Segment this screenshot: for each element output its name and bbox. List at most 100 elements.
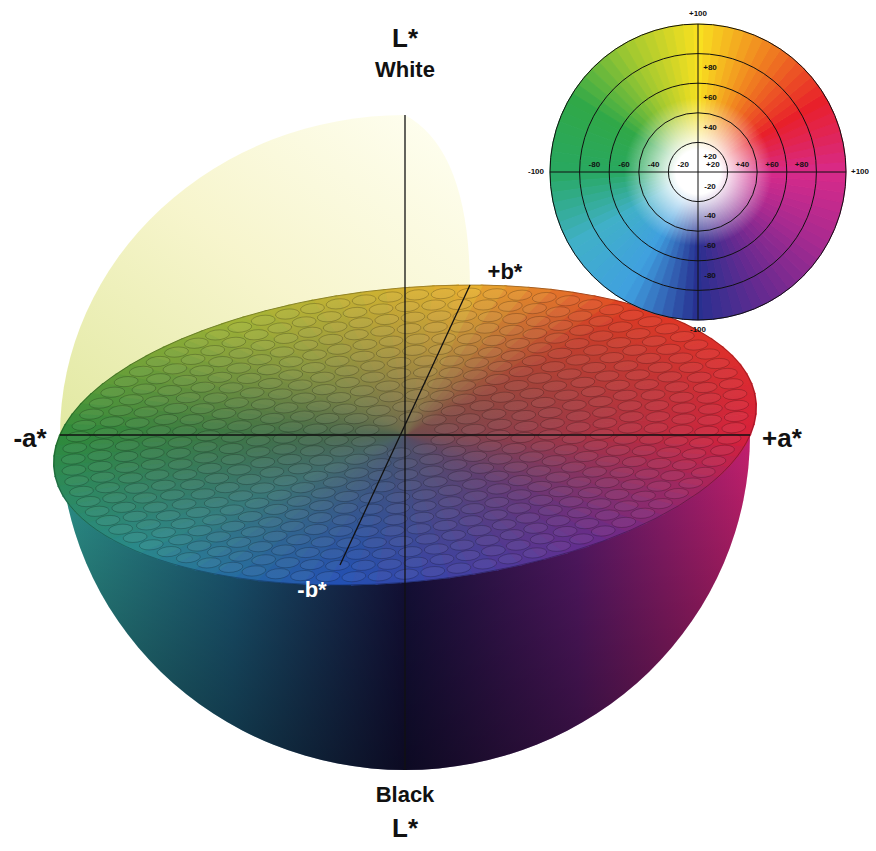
disk-cell [560, 400, 588, 410]
scale-number: +60 [765, 161, 779, 169]
disk-cell [428, 554, 456, 564]
disk-cell [557, 497, 585, 507]
disk-cell [68, 486, 96, 496]
disk-cell [225, 537, 253, 547]
disk-cell [717, 379, 745, 389]
disk-cell [319, 549, 347, 559]
disk-cell [612, 361, 640, 371]
disk-cell [521, 329, 549, 339]
disk-cell [489, 392, 517, 402]
disk-cell [505, 503, 533, 513]
disk-cell [565, 477, 593, 487]
disk-cell [307, 500, 335, 510]
disk-cell [207, 357, 235, 367]
disk-cell [327, 526, 355, 536]
disk-cell [522, 523, 550, 533]
disk-cell [476, 347, 504, 357]
disk-cell [450, 394, 478, 404]
disk-cell [377, 336, 405, 346]
disk-cell [457, 516, 485, 526]
disk-cell [540, 456, 568, 466]
disk-cell [343, 468, 371, 478]
disk-cell [566, 311, 594, 321]
disk-cell [376, 559, 404, 569]
disk-cell [127, 366, 155, 376]
disk-cell [429, 435, 457, 445]
disk-cell [342, 330, 370, 340]
disk-cell [504, 540, 532, 550]
disk-cell [656, 372, 684, 382]
disk-cell [687, 437, 715, 447]
disk-cell [498, 530, 526, 540]
disk-cell [359, 372, 387, 382]
disk-cell [585, 499, 613, 509]
disk-cell [385, 448, 413, 458]
disk-cell [428, 390, 456, 400]
disk-cell [611, 390, 639, 400]
disk-cell [694, 349, 722, 359]
disk-cell [722, 411, 750, 421]
disk-cell [223, 398, 251, 408]
disk-cell [294, 547, 322, 557]
disk-cell [630, 491, 658, 501]
disk-cell [417, 401, 445, 411]
disk-cell [647, 499, 675, 509]
disk-cell [356, 515, 384, 525]
disk-cell [418, 454, 446, 464]
disk-cell [244, 447, 272, 457]
disk-cell [123, 418, 151, 428]
disk-cell [219, 454, 247, 464]
disk-cell [64, 432, 92, 442]
disk-cell [680, 449, 708, 459]
disk-cell [152, 414, 180, 424]
disk-cell [249, 457, 277, 467]
disk-cell [140, 437, 168, 447]
disk-cell [238, 388, 266, 398]
disk-cell [704, 358, 732, 368]
disk-cell [288, 411, 316, 421]
disk-cell [226, 322, 254, 332]
disk-cell [366, 571, 394, 581]
disk-cell [604, 380, 632, 390]
scale-number: +40 [736, 161, 750, 169]
disk-cell [408, 512, 436, 522]
disk-cell [373, 314, 401, 324]
disk-cell [403, 334, 431, 344]
disk-cell [587, 316, 615, 326]
disk-cell [123, 483, 151, 493]
disk-cell [410, 490, 438, 500]
disk-cell [465, 525, 493, 535]
disk-cell [486, 419, 514, 429]
scale-number: +100 [689, 10, 707, 18]
disk-cell [143, 396, 171, 406]
disk-cell [166, 437, 194, 447]
disk-cell [301, 350, 329, 360]
axis-label: -a* [13, 425, 46, 451]
disk-cell [509, 432, 537, 442]
disk-cell [471, 300, 499, 310]
disk-cell [332, 503, 360, 513]
scale-number: +80 [795, 161, 809, 169]
disk-cell [249, 340, 277, 350]
disk-cell [264, 569, 292, 579]
disk-cell [633, 469, 661, 479]
disk-cell [195, 558, 223, 568]
disk-cell [402, 557, 430, 567]
disk-cell [552, 390, 580, 400]
scale-number: -80 [704, 272, 716, 280]
scale-number: -100 [528, 168, 544, 176]
disk-cell [483, 471, 511, 481]
disk-cell [74, 496, 102, 506]
disk-cell [306, 513, 334, 523]
disk-cell [298, 559, 326, 569]
disk-cell [117, 473, 145, 483]
disk-cell [461, 370, 489, 380]
disk-cell [107, 406, 135, 416]
disk-cell [668, 392, 696, 402]
disk-cell [219, 432, 247, 442]
disk-cell [667, 425, 695, 435]
disk-cell [620, 456, 648, 466]
scale-number: +20 [703, 153, 717, 161]
scale-number: -80 [589, 161, 601, 169]
disk-cell [543, 333, 571, 343]
